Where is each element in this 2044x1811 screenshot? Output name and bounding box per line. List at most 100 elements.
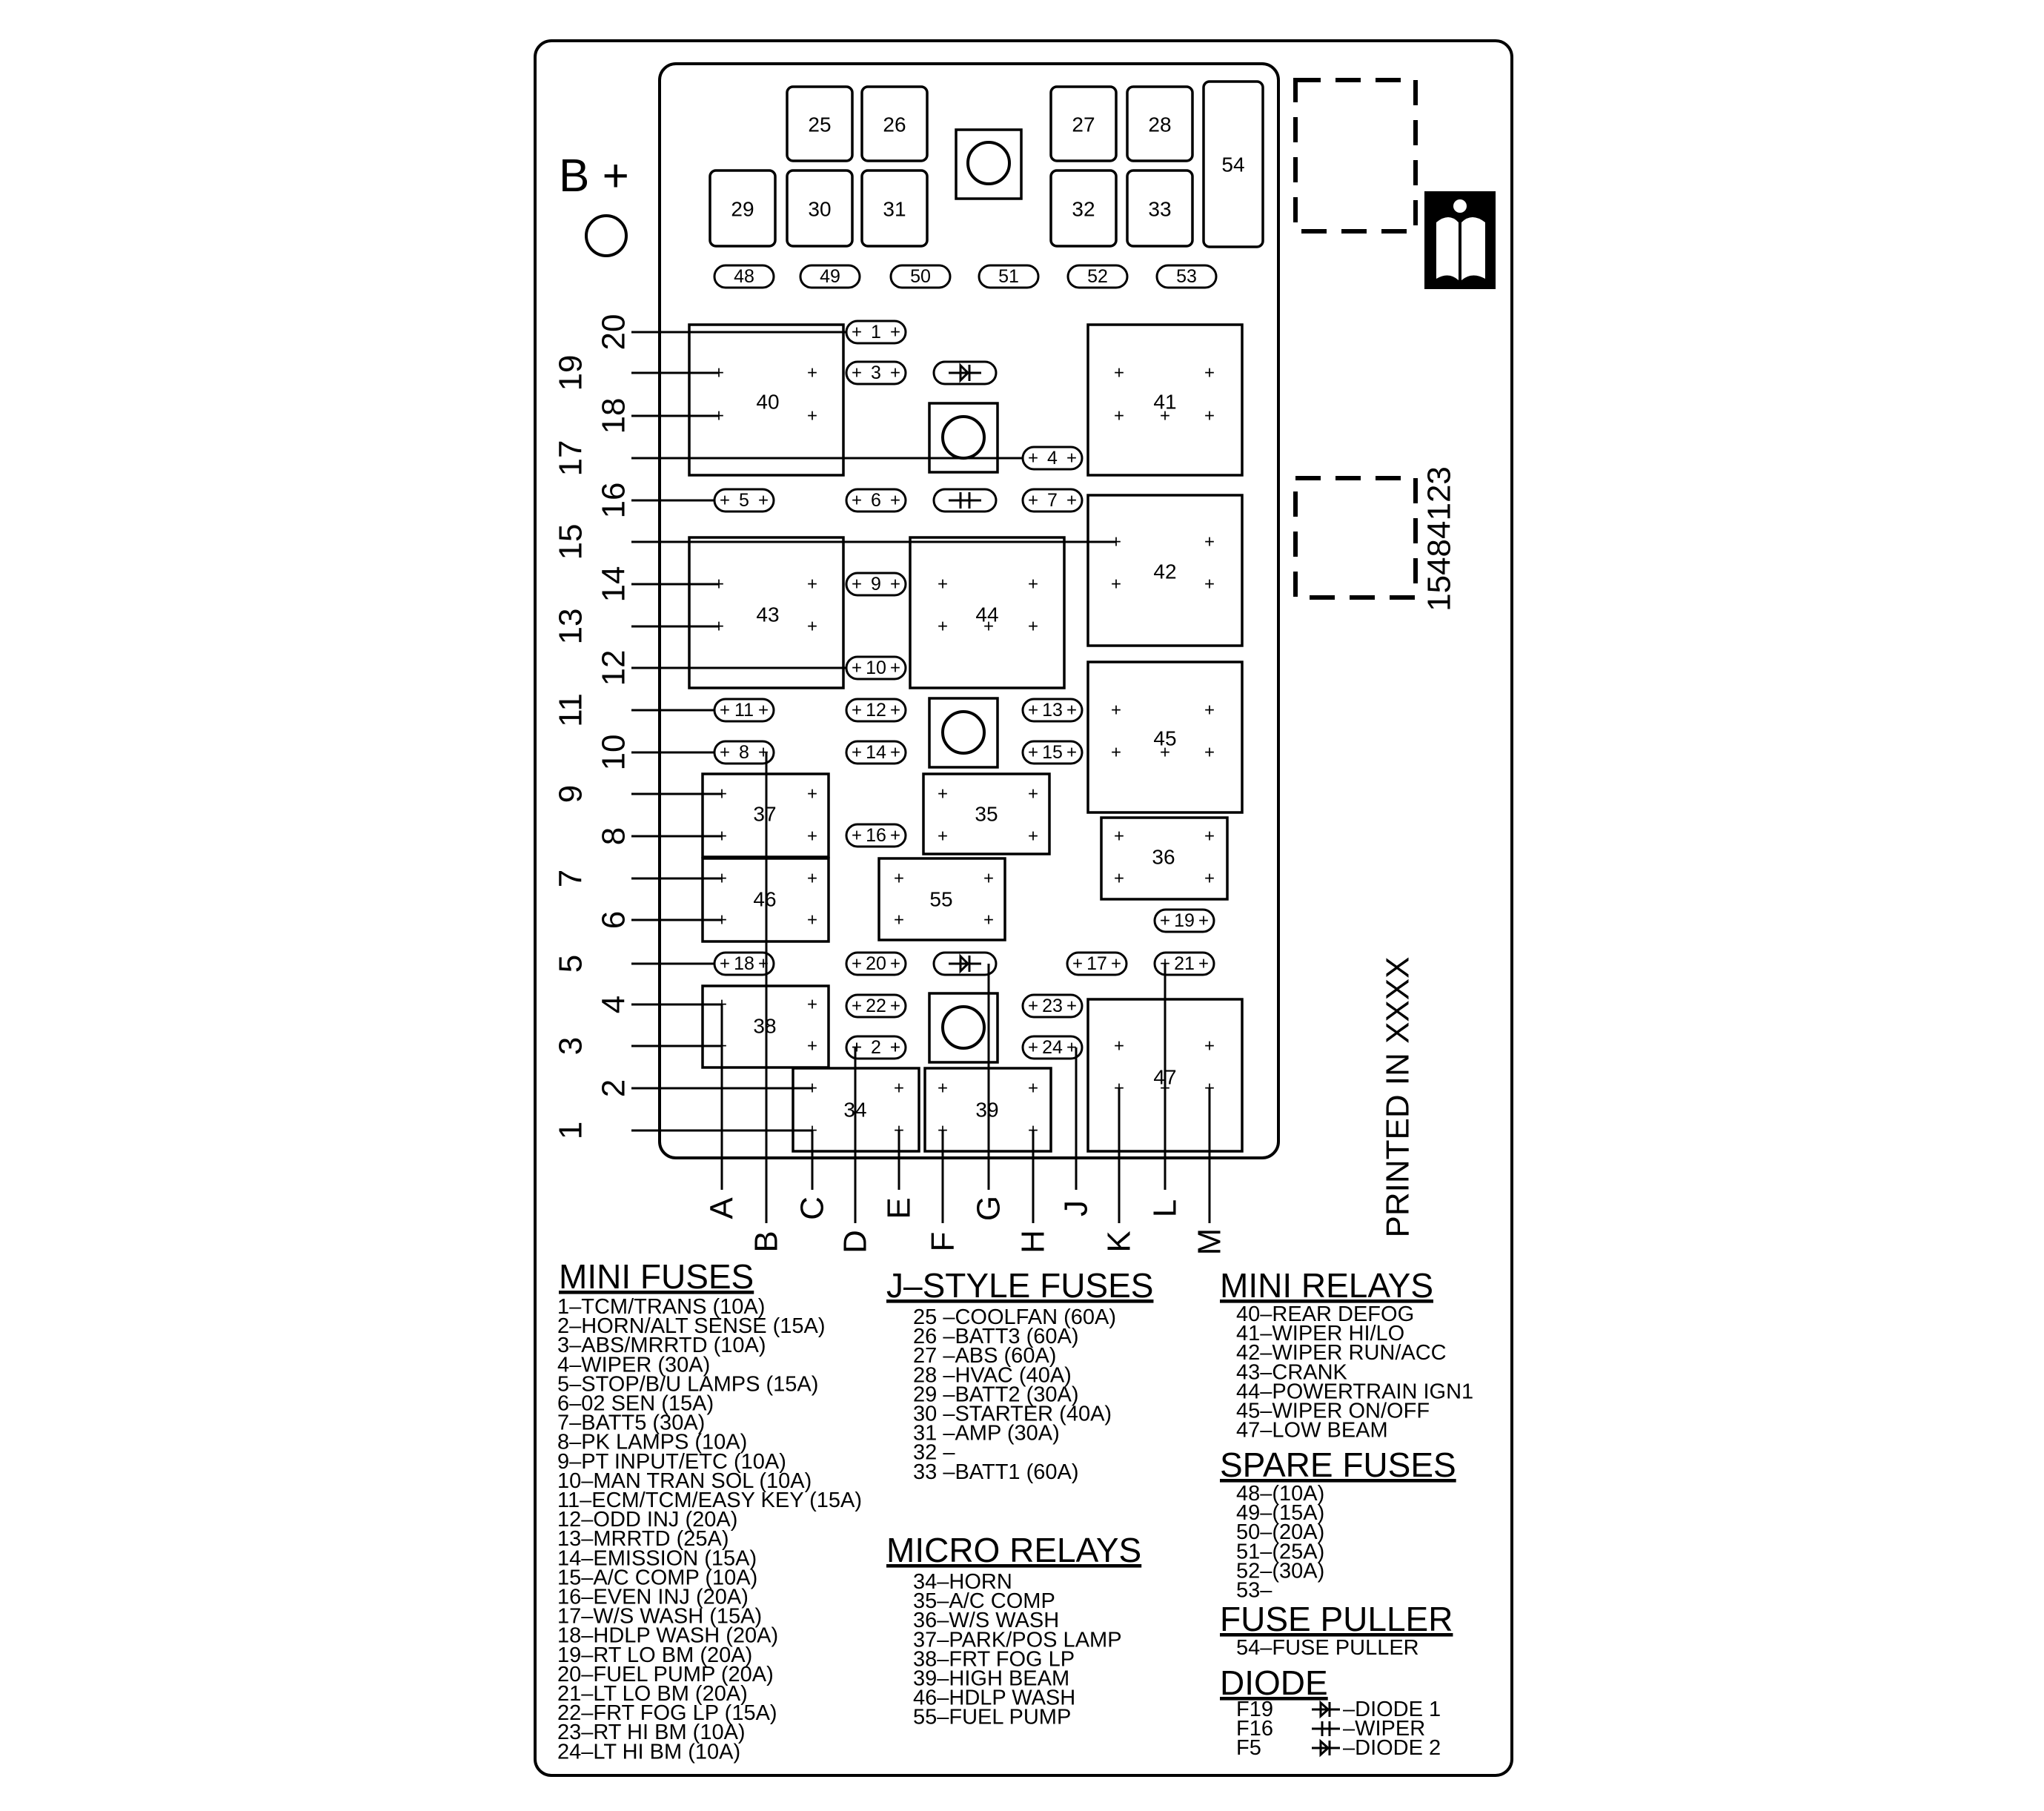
legend-jstyle-fuses: J–STYLE FUSES 25 –COOLFAN (60A)26 –BATT3… (886, 1266, 1153, 1484)
spare-fuse-50 (889, 264, 952, 289)
mini-fuse-15-label: 15 (1042, 742, 1063, 763)
terminal-pin: + (983, 910, 994, 930)
terminal-pin: + (807, 406, 817, 426)
legend-item: 54–FUSE PULLER (1236, 1636, 1419, 1660)
info-book-icon (1424, 191, 1496, 289)
fuse-terminal: + (1028, 1038, 1038, 1058)
terminal-pin: + (807, 827, 817, 847)
legend-jstyle-fuses-title: J–STYLE FUSES (886, 1266, 1153, 1305)
side-number-2: 2 (596, 1079, 632, 1097)
legend-item: 45–WIPER ON/OFF (1236, 1400, 1430, 1423)
mini-fuse-23-label: 23 (1042, 996, 1063, 1016)
letter-B: B (749, 1231, 785, 1252)
mini-fuse-20 (845, 951, 907, 976)
legend-item: 34–HORN (913, 1570, 1012, 1594)
fuse-terminal: + (1072, 954, 1083, 974)
legend-fuse-puller-title: FUSE PULLER (1220, 1600, 1453, 1638)
mounting-bolts (928, 128, 1023, 1064)
legend-item: 25 –COOLFAN (60A) (913, 1305, 1116, 1329)
fuse-terminal: + (890, 363, 900, 383)
relay-40 (688, 323, 845, 477)
diode-symbol-icon (1312, 1738, 1340, 1758)
bolt-top (955, 128, 1023, 200)
legend-item: 16–EVEN INJ (20A) (557, 1586, 749, 1609)
mini-fuse-1-label: 1 (871, 322, 881, 342)
fuse-terminal: + (1066, 996, 1077, 1016)
legend-item: 32 – (913, 1441, 955, 1465)
fuse-terminal: + (1028, 996, 1038, 1016)
legend-spare-fuses-title: SPARE FUSES (1220, 1446, 1456, 1484)
fuse-terminal: + (852, 363, 862, 383)
mini-fuse-13 (1021, 698, 1084, 723)
fuse-terminal: + (852, 996, 862, 1016)
jstyle-fuse-30-label: 30 (808, 198, 831, 221)
legend-mini-fuses-title: MINI FUSES (559, 1257, 754, 1296)
jstyle-fuse-27-label: 27 (1072, 113, 1095, 136)
legend-item: 41–WIPER HI/LO (1236, 1322, 1404, 1345)
terminal-pin: + (807, 784, 817, 804)
side-number-19: 19 (553, 355, 589, 391)
legend-item: 33 –BATT1 (60A) (913, 1460, 1079, 1484)
jstyle-fuses: 25 26 27 28 29 30 31 32 33 (709, 85, 1194, 248)
fuse-terminal: + (890, 491, 900, 511)
jstyle-fuse-28-label: 28 (1148, 113, 1171, 136)
relay-43 (688, 536, 845, 689)
part-number: 15484123 (1421, 466, 1458, 612)
spare-fuse-49 (799, 264, 861, 289)
mini-fuse-7-label: 7 (1047, 490, 1058, 511)
diode-symbol-icon (1312, 1700, 1340, 1719)
terminal-pin: + (1114, 1036, 1124, 1056)
jstyle-fuse-25-label: 25 (808, 113, 831, 136)
side-number-1: 1 (553, 1122, 589, 1139)
bolt-top-hole (966, 141, 1011, 185)
terminal-pin: + (1160, 406, 1170, 426)
fuse-terminal: + (890, 658, 900, 678)
fuse-terminal: + (1066, 448, 1077, 469)
fuse-terminal: + (852, 1038, 862, 1058)
terminal-pin: + (1204, 575, 1215, 595)
terminal-pin: + (1028, 617, 1038, 637)
terminal-pin: + (894, 869, 904, 889)
relay-43-label: 43 (756, 603, 779, 626)
fuse-terminal: + (852, 954, 862, 974)
terminal-pin: + (807, 1036, 817, 1056)
fuse-terminal: + (720, 701, 730, 721)
legend-item: 1–TCM/TRANS (10A) (557, 1295, 765, 1319)
mini-fuse-13-label: 13 (1042, 700, 1063, 721)
legend-item: 5–STOP/B/U LAMPS (15A) (557, 1372, 818, 1396)
terminal-pin: + (938, 575, 948, 595)
legend-item: 18–HDLP WASH (20A) (557, 1624, 778, 1648)
fuse-terminal: + (890, 322, 900, 342)
legend-item: 55–FUEL PUMP (913, 1706, 1071, 1729)
mini-fuse-17-label: 17 (1086, 953, 1107, 974)
fuse-terminal: + (890, 1038, 900, 1058)
jstyle-fuse-33-label: 33 (1148, 198, 1171, 221)
relay-35 (922, 772, 1051, 855)
mini-fuse-24 (1021, 1035, 1084, 1060)
fuse-puller-54 (1202, 80, 1264, 248)
battery-label: B + (559, 150, 629, 202)
mini-fuse-15 (1021, 740, 1084, 765)
spare-fuse-50-label: 50 (910, 266, 931, 287)
jstyle-fuse-26-label: 26 (883, 113, 906, 136)
diode-f19-symbol (949, 362, 981, 383)
legend-item: 22–FRT FOG LP (15A) (557, 1701, 777, 1725)
terminal-pin: + (1204, 701, 1215, 721)
fuse-terminal: + (1028, 743, 1038, 763)
relay-55 (877, 857, 1006, 941)
jstyle-fuse-31 (860, 169, 929, 248)
legend-item: 19–RT LO BM (20A) (557, 1643, 752, 1667)
fuse-terminal: + (1198, 954, 1209, 974)
bolt-lower-hole (941, 1005, 986, 1050)
side-number-18: 18 (596, 398, 632, 434)
relay-42-label: 42 (1153, 560, 1176, 583)
terminal-pin: + (1111, 575, 1121, 595)
mini-fuse-3 (845, 360, 907, 385)
letter-C: C (794, 1196, 831, 1220)
side-numbers: 20 19 18 17 16 15 14 13 12 11 10 9 8 7 6… (553, 314, 632, 1140)
diode-code: F19 (1236, 1698, 1273, 1721)
mini-fuse-22 (845, 993, 907, 1019)
letter-E: E (881, 1197, 918, 1219)
jstyle-fuse-33 (1126, 169, 1194, 248)
